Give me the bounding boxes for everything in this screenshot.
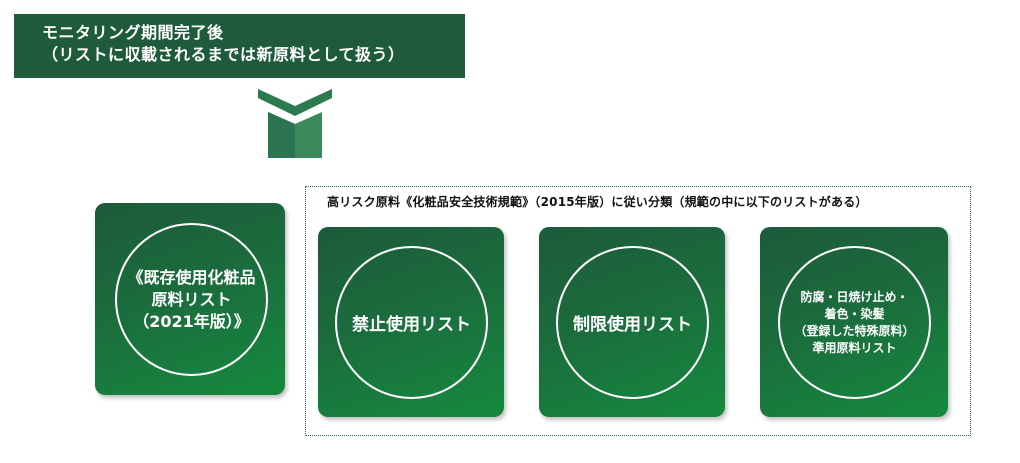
restricted-list-circle: 制限使用リスト <box>556 246 709 399</box>
prohibited-list-circle: 禁止使用リスト <box>335 246 488 399</box>
banner-line-2: （リストに収載されるまでは新原料として扱う） <box>42 45 405 64</box>
prohibited-list-label: 禁止使用リスト <box>352 315 471 335</box>
restricted-list-label: 制限使用リスト <box>573 315 692 335</box>
existing-ingredients-circle: 《既存使用化粧品 原料リスト （2021年版）》 <box>115 223 268 376</box>
existing-ingredients-line-2: 原料リスト <box>151 289 232 309</box>
banner-line-1: モニタリング期間完了後 <box>42 23 224 42</box>
down-arrow-icon <box>258 89 332 158</box>
special-ingredients-line-2: 着色・染髪 <box>824 306 885 321</box>
restricted-list-card: 制限使用リスト <box>539 227 725 417</box>
existing-ingredients-card: 《既存使用化粧品 原料リスト （2021年版）》 <box>95 203 285 395</box>
existing-ingredients-line-3: （2021年版）》 <box>133 311 250 331</box>
special-ingredients-line-4: 準用原料リスト <box>812 340 897 355</box>
special-ingredients-line-1: 防腐・日焼け止め・ <box>800 289 909 304</box>
status-banner: モニタリング期間完了後 （リストに収載されるまでは新原料として扱う） <box>14 14 465 78</box>
special-ingredients-card: 防腐・日焼け止め・ 着色・染髪 （登録した特殊原料） 準用原料リスト <box>760 227 948 417</box>
prohibited-list-card: 禁止使用リスト <box>318 227 504 417</box>
high-risk-group-title: 高リスク原料《化粧品安全技術規範》（2015年版）に従い分類（規範の中に以下のリ… <box>327 195 868 209</box>
existing-ingredients-line-1: 《既存使用化粧品 <box>127 267 256 287</box>
special-ingredients-line-3: （登録した特殊原料） <box>794 323 915 338</box>
high-risk-group-frame <box>305 186 971 436</box>
special-ingredients-circle: 防腐・日焼け止め・ 着色・染髪 （登録した特殊原料） 準用原料リスト <box>778 246 931 399</box>
